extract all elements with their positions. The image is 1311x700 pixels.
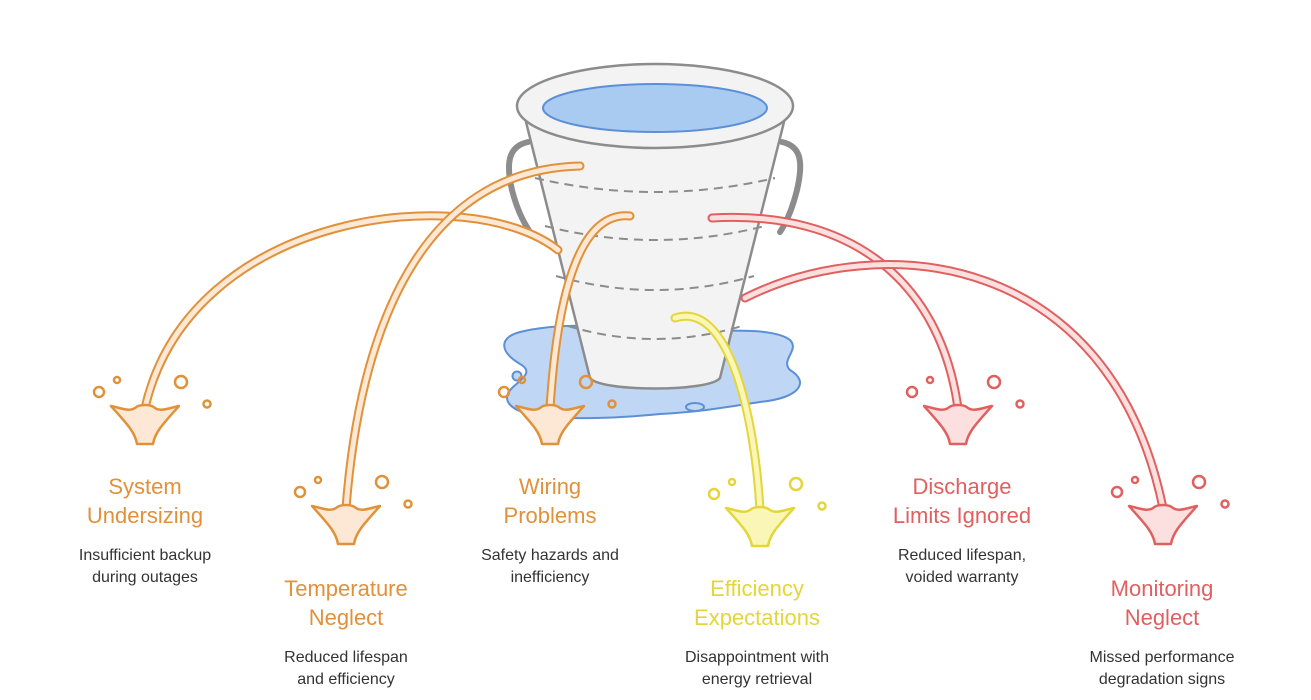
splash-droplet (925, 375, 935, 385)
stream-efficiency_expectations (670, 311, 827, 548)
bucket-handle (506, 139, 533, 235)
splash-droplet (1191, 474, 1207, 490)
item-description: Reduced lifespan, voided warranty (897, 547, 1027, 586)
splash-droplet (905, 385, 919, 399)
splash-droplet (986, 374, 1002, 390)
splash-droplet (202, 399, 212, 409)
splash-droplet (578, 374, 594, 390)
stream-temperature_neglect (293, 161, 585, 546)
stream-fill (547, 213, 633, 411)
splash-droplet (1220, 499, 1230, 509)
item-description: Reduced lifespan and efficiency (284, 649, 408, 688)
item-title: System Undersizing (86, 474, 204, 528)
splash-droplet (1015, 399, 1025, 409)
splash-droplet (92, 385, 106, 399)
stream-fill (343, 163, 583, 511)
splash (922, 403, 994, 446)
bucket-band (544, 225, 766, 241)
splash-droplet (607, 399, 617, 409)
bucket-band (534, 177, 776, 193)
splash (1127, 503, 1199, 546)
splash (724, 505, 796, 548)
item-title: Efficiency Expectations (694, 576, 820, 630)
item-description: Disappointment with energy retrieval (684, 649, 830, 688)
splash (514, 403, 586, 446)
item-title: Temperature Neglect (284, 576, 408, 630)
splash-droplet (727, 477, 737, 487)
stream-fill (142, 213, 561, 411)
splash-droplet (517, 375, 527, 385)
splash (109, 403, 181, 446)
item-title: Wiring Problems (503, 474, 597, 528)
stream-fill (742, 262, 1166, 511)
stream-system_undersizing (92, 211, 563, 446)
splash-droplet (497, 385, 511, 399)
splash (310, 503, 382, 546)
splash-droplet (112, 375, 122, 385)
item-title: Monitoring Neglect (1110, 576, 1214, 630)
water-drop (685, 402, 705, 412)
splash-droplet (403, 499, 413, 509)
splash-droplet (374, 474, 390, 490)
splash-droplet (313, 475, 323, 485)
bucket-band (567, 325, 743, 340)
stream-outline (140, 211, 563, 413)
stream-wiring_problems (497, 211, 635, 446)
splash-droplet (817, 501, 827, 511)
splash-droplet (293, 485, 307, 499)
splash-droplet (1110, 485, 1124, 499)
item-description: Safety hazards and inefficiency (481, 547, 619, 586)
stream-fill (672, 313, 763, 513)
splash-droplet (788, 476, 804, 492)
item-description: Insufficient backup during outages (78, 547, 212, 586)
item-description: Missed performance degradation signs (1089, 649, 1235, 688)
item-title: Discharge Limits Ignored (892, 474, 1032, 528)
splash-droplet (707, 487, 721, 501)
splash-droplet (1130, 475, 1140, 485)
splash-droplet (173, 374, 189, 390)
bucket-water (542, 83, 768, 133)
stream-monitoring_neglect (740, 260, 1230, 546)
